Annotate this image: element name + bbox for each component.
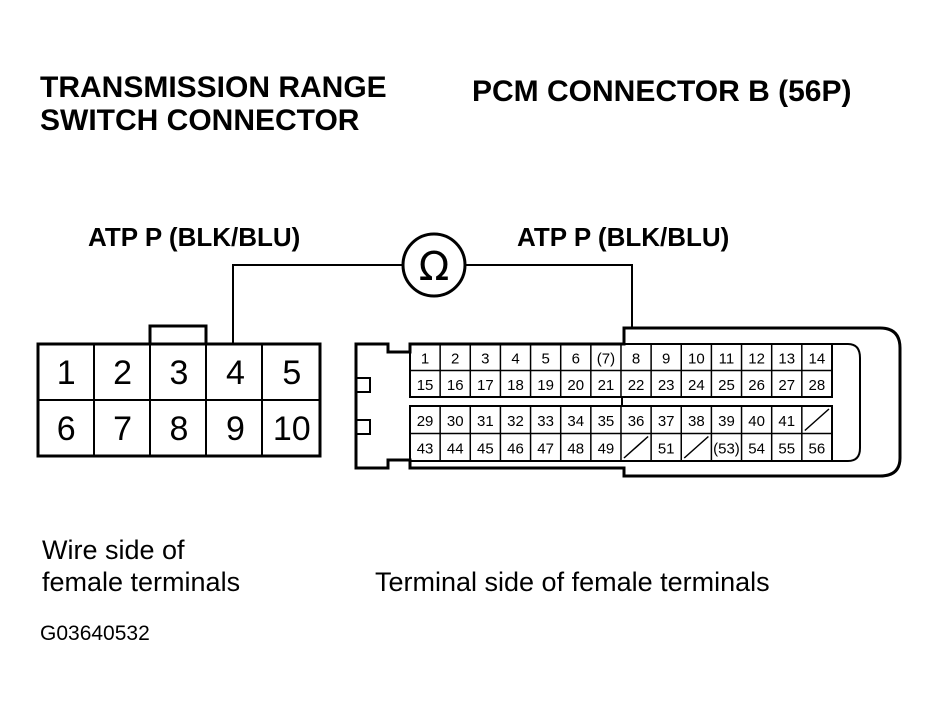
pcm-connector-title: PCM CONNECTOR B (56P) [472,75,852,108]
pcm-unused-pin-slash [804,408,830,432]
pcm-pin-19: 19 [537,377,554,394]
trs-pin-4: 4 [226,354,245,392]
pcm-connector-housing [354,326,902,478]
pcm-pin-4: 4 [511,350,519,367]
pcm-pin-18: 18 [507,377,524,394]
pcm-pin-53: (53) [713,440,740,457]
pcm-pin-22: 22 [628,377,645,394]
pcm-pin-29: 29 [417,413,434,430]
left-test-lead [232,264,402,344]
left-caption-line1: Wire side of [42,535,185,565]
figure-code: G03640532 [40,622,150,645]
pcm-pin-44: 44 [447,440,464,457]
pcm-pin-11: 11 [719,350,735,367]
pcm-pin-48: 48 [567,440,584,457]
left-wire-label: ATP P (BLK/BLU) [88,222,301,252]
pcm-pin-54: 54 [748,440,765,457]
pcm-pin-40: 40 [748,413,765,430]
trs-pin-10: 10 [273,410,311,448]
trs-pin-6: 6 [57,410,76,448]
pcm-unused-pin-slash [623,435,649,459]
pcm-pin-46: 46 [507,440,524,457]
pcm-pin-31: 31 [477,413,494,430]
pcm-pin-21: 21 [598,377,615,394]
pcm-pin-1: 1 [421,350,429,367]
pcm-pin-20: 20 [567,377,584,394]
pcm-pin-43: 43 [417,440,434,457]
left-caption-line2: female terminals [42,567,241,597]
pcm-pin-7: (7) [597,350,615,367]
pcm-pin-39: 39 [718,413,735,430]
pcm-unused-pin-slash [683,435,709,459]
pcm-pin-28: 28 [809,377,826,394]
pcm-pin-9: 9 [662,350,670,367]
pcm-pin-37: 37 [658,413,675,430]
pcm-connector-latch-notch [356,377,371,435]
right-wire-label: ATP P (BLK/BLU) [517,222,730,252]
pcm-pin-38: 38 [688,413,705,430]
pcm-pin-34: 34 [567,413,584,430]
pcm-pin-15: 15 [417,377,434,394]
trs-pin-8: 8 [170,410,189,448]
pcm-pin-8: 8 [632,350,640,367]
pcm-pin-24: 24 [688,377,705,394]
ohm-icon: Ω [419,244,450,290]
pcm-pin-13: 13 [778,350,795,367]
pcm-pin-10: 10 [688,350,705,367]
pcm-pin-56: 56 [809,440,826,457]
pcm-pin-26: 26 [748,377,765,394]
pcm-pin-23: 23 [658,377,675,394]
trs-pin-9: 9 [226,410,245,448]
pcm-pin-30: 30 [447,413,464,430]
pcm-pin-5: 5 [541,350,549,367]
pcm-pin-27: 27 [778,377,795,394]
pcm-pin-14: 14 [809,350,826,367]
trs-pin-7: 7 [113,410,132,448]
pcm-pin-6: 6 [572,350,580,367]
pcm-pin-17: 17 [477,377,494,394]
pcm-connector-key [832,343,861,462]
pcm-pin-16: 16 [447,377,464,394]
pcm-pin-55: 55 [778,440,795,457]
pcm-pin-41: 41 [778,413,795,430]
ohmmeter-symbol-circle [401,232,467,298]
right-caption: Terminal side of female terminals [375,567,770,597]
pcm-pin-25: 25 [718,377,735,394]
trs-connector-title-line1: TRANSMISSION RANGE [40,71,387,104]
trs-connector [36,324,322,458]
pcm-pin-32: 32 [507,413,524,430]
trs-pin-5: 5 [282,354,301,392]
pcm-pin-45: 45 [477,440,494,457]
pcm-pin-47: 47 [537,440,554,457]
pcm-pin-36: 36 [628,413,645,430]
pcm-pin-49: 49 [598,440,615,457]
pcm-pin-3: 3 [481,350,489,367]
pcm-pin-35: 35 [598,413,615,430]
trs-pin-2: 2 [113,354,132,392]
trs-pin-3: 3 [170,354,189,392]
pcm-pin-51: 51 [658,440,675,457]
pcm-pin-12: 12 [748,350,765,367]
pcm-pin-33: 33 [537,413,554,430]
pcm-pin-2: 2 [451,350,459,367]
trs-pin-1: 1 [57,354,76,392]
trs-connector-title-line2: SWITCH CONNECTOR [40,104,360,137]
ohmmeter: Ω [401,232,467,298]
